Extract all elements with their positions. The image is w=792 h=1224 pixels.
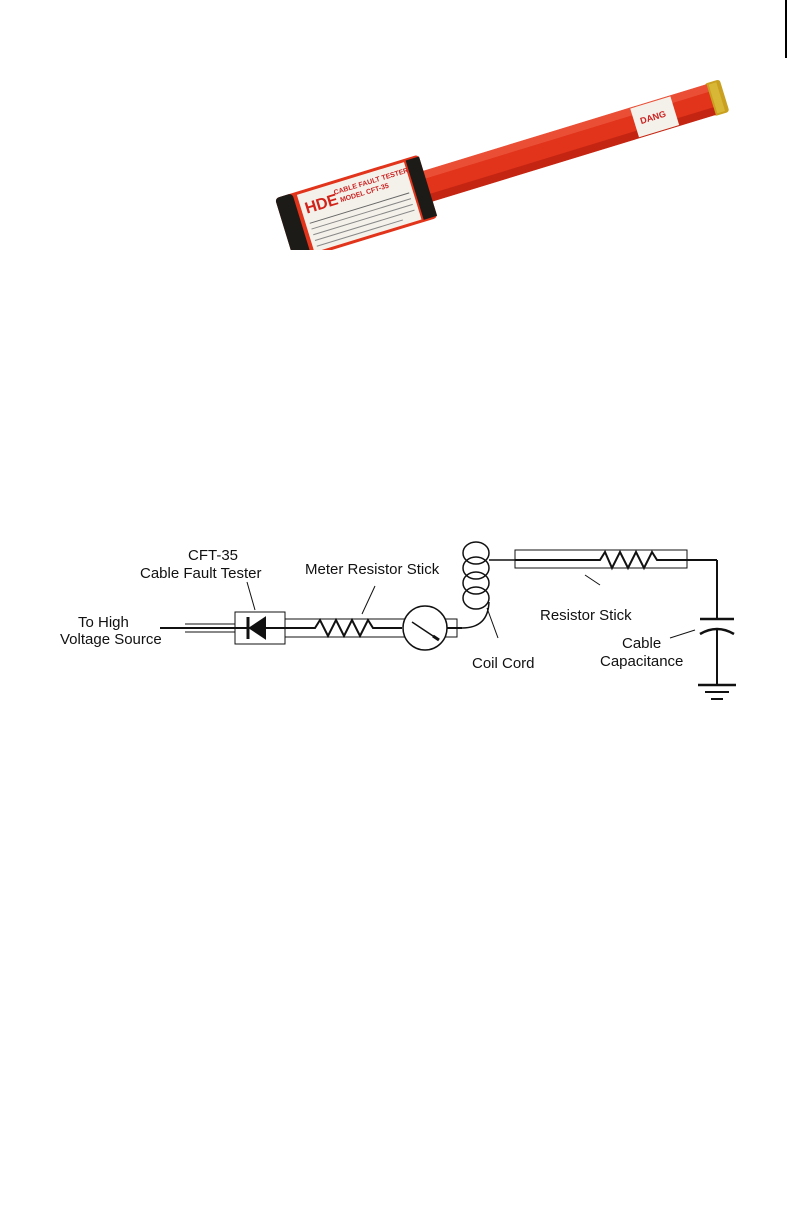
diode-symbol	[250, 618, 265, 638]
label-source-1: To High	[78, 614, 129, 631]
meter-symbol	[403, 606, 447, 650]
connection-diagram: CFT-35 Cable Fault Tester To High Voltag…	[40, 520, 760, 720]
meter-resistor-symbol	[285, 620, 402, 636]
coil-cord	[462, 542, 515, 628]
label-cable: Cable	[622, 635, 661, 652]
label-tester-model: CFT-35	[188, 547, 238, 564]
label-source-2: Voltage Source	[60, 631, 162, 648]
label-resistor-stick: Resistor Stick	[540, 607, 632, 624]
product-photo: DANG HDE CABLE FAULT TESTER MODEL CFT-35	[270, 70, 750, 250]
label-tester-name: Cable Fault Tester	[140, 565, 261, 582]
label-meter-stick: Meter Resistor Stick	[305, 561, 440, 578]
label-coil-cord: Coil Cord	[472, 655, 535, 672]
label-capacitance: Capacitance	[600, 653, 683, 670]
ground-symbol	[698, 685, 736, 699]
page-edge-rule	[785, 0, 787, 58]
